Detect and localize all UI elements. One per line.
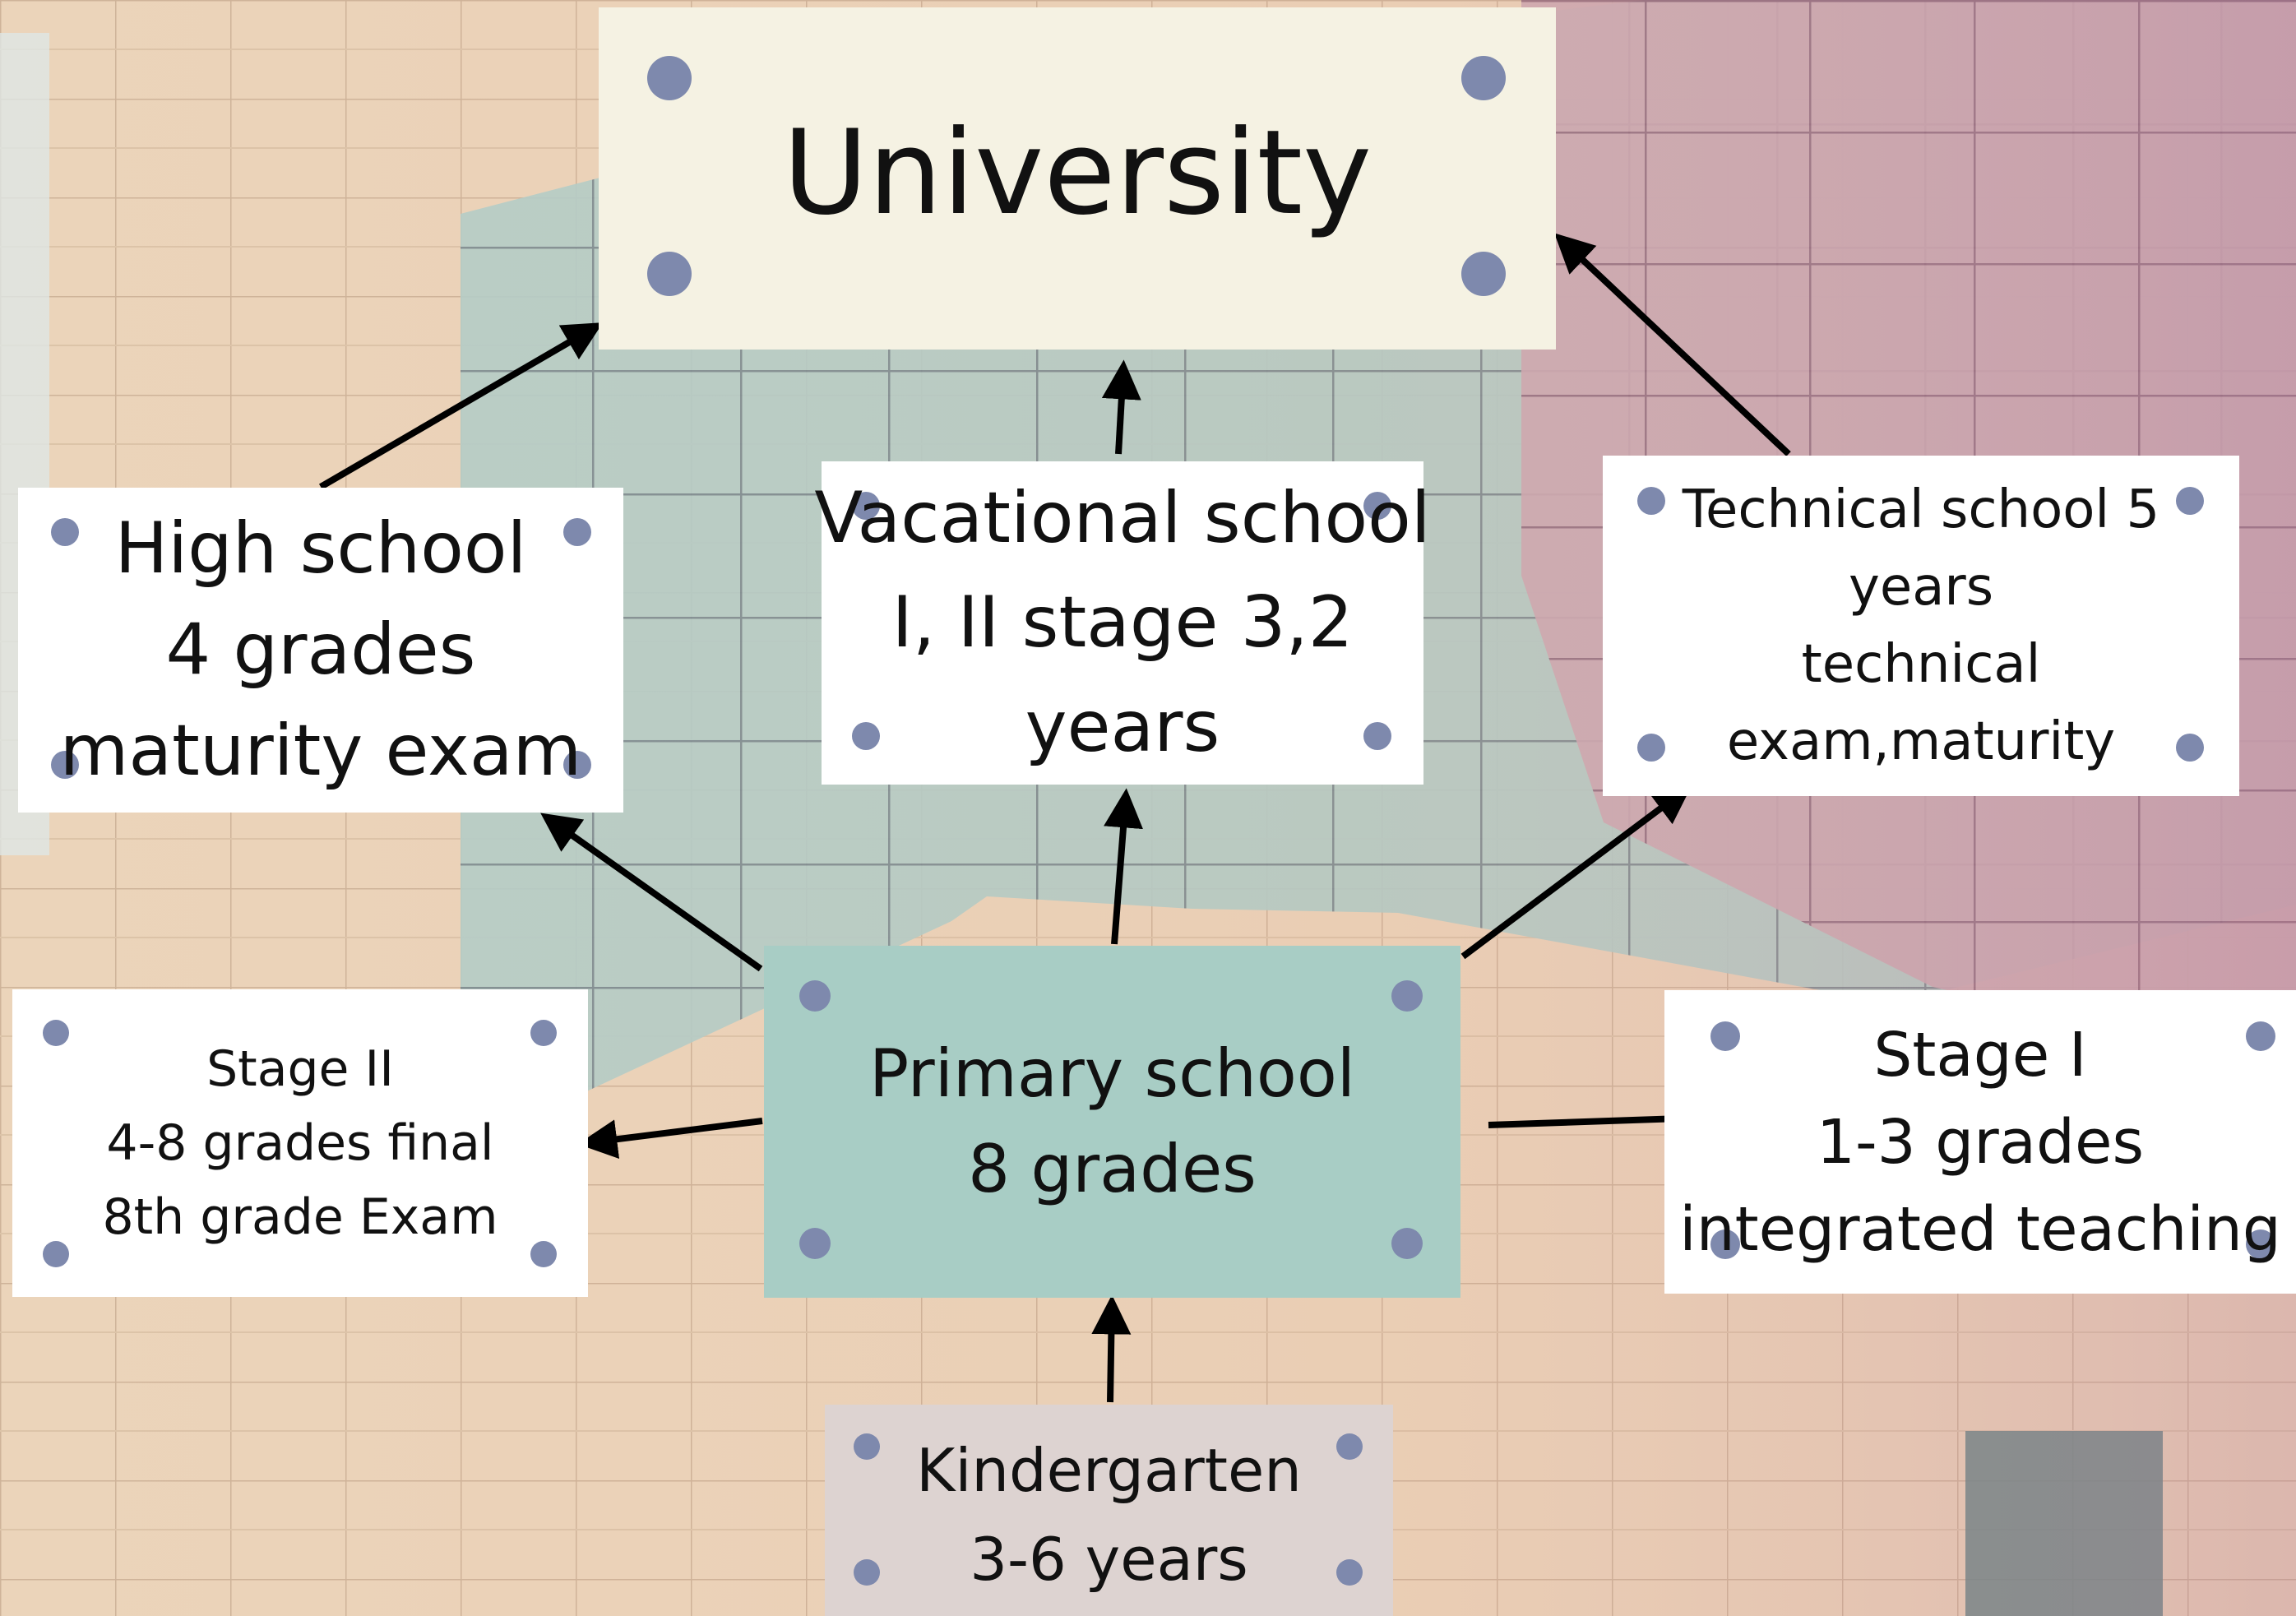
corner-dot [1637,487,1665,515]
node-high-school: High school 4 grades maturity exam [18,488,623,813]
node-label: Vacational school I, II stage 3,2 years [814,477,1431,768]
corner-dot [854,1433,880,1460]
corner-dot [1710,1021,1740,1051]
corner-dot [563,518,591,546]
corner-dot [1637,734,1665,762]
node-university: University [599,7,1556,350]
corner-dot [2176,487,2204,515]
corner-dot [530,1241,557,1267]
corner-dot [1336,1433,1363,1460]
corner-dot [1336,1559,1363,1586]
node-label: Kindergarten 3-6 years [916,1435,1302,1594]
corner-dot [1363,722,1391,750]
corner-dot [43,1020,69,1046]
node-technical-school: Technical school 5 years technical exam,… [1603,456,2239,796]
node-primary-school: Primary school 8 grades [764,946,1460,1298]
corner-dot [1461,56,1506,100]
node-label: Primary school 8 grades [868,1035,1356,1207]
node-kindergarten: Kindergarten 3-6 years [825,1405,1393,1616]
corner-dot [647,56,692,100]
corner-dot [530,1020,557,1046]
node-vocational-school: Vacational school I, II stage 3,2 years [814,461,1431,785]
node-label: University [782,105,1373,241]
node-label: Technical school 5 years technical exam,… [1682,479,2160,772]
corner-dot [647,252,692,296]
corner-dot [2176,734,2204,762]
corner-dot [1461,252,1506,296]
corner-dot [51,518,79,546]
corner-dot [43,1241,69,1267]
corner-dot [563,751,591,779]
corner-dot [51,751,79,779]
node-label: High school 4 grades maturity exam [59,507,582,792]
corner-dot [854,1559,880,1586]
node-stage-2: Stage II 4-8 grades final 8th grade Exam [12,989,588,1297]
corner-dot [2246,1021,2275,1051]
node-label: Stage I 1-3 grades integrated teaching [1679,1019,2281,1265]
corner-dot [1710,1229,1740,1259]
corner-dot [1363,492,1391,520]
node-label: Stage II 4-8 grades final 8th grade Exam [102,1040,498,1246]
corner-dot [799,1228,831,1259]
corner-dot [852,492,880,520]
corner-dot [1391,980,1423,1012]
corner-dot [2246,1229,2275,1259]
corner-dot [1391,1228,1423,1259]
corner-dot [799,980,831,1012]
corner-dot [852,722,880,750]
node-stage-1: Stage I 1-3 grades integrated teaching [1664,990,2296,1294]
